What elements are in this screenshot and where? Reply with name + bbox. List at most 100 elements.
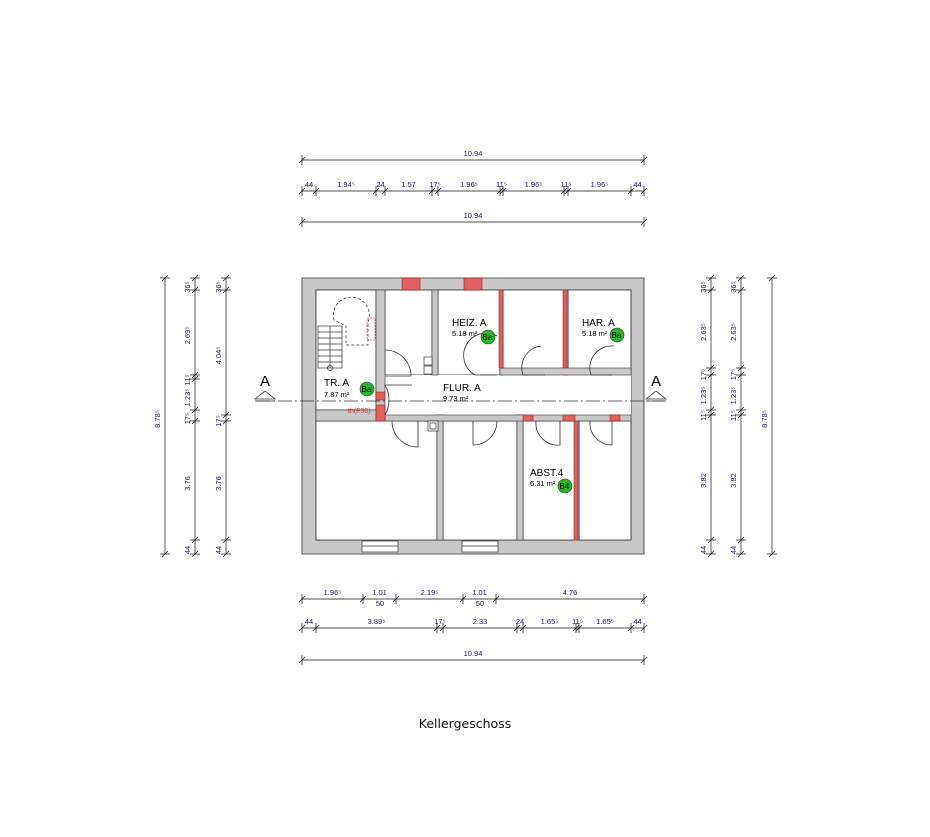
top-overall-label: 10.94	[464, 149, 483, 158]
dim-tick	[298, 156, 306, 164]
rooms-outline	[315, 289, 632, 541]
section-arrow-left	[253, 390, 277, 402]
right-chain-b-label: 1.23⁵	[729, 387, 738, 405]
badge-tr: Ba	[362, 385, 372, 394]
section-arrow-right	[644, 390, 668, 402]
dim-tick	[737, 286, 745, 294]
dim-tick	[707, 364, 715, 372]
dim-tick	[707, 536, 715, 544]
room-name-tr: TR. A	[324, 378, 349, 389]
section-label-left: A	[260, 373, 270, 390]
bottom-sub-label: 50	[376, 599, 384, 608]
badge-circle-heiz	[480, 329, 496, 345]
top-chain-label: 1.96⁵	[591, 180, 609, 189]
room-smid	[442, 420, 518, 541]
dim-tick	[737, 274, 745, 282]
dim-tick	[627, 187, 635, 195]
dim-tick	[496, 187, 504, 195]
left-chain-b-label: 3.76	[214, 476, 223, 491]
dim-tick	[640, 156, 648, 164]
door-swing	[472, 420, 498, 446]
fixture	[423, 356, 433, 366]
dim-tick	[381, 187, 389, 195]
dim-tick	[737, 364, 745, 372]
right-chain-a-label: 1.23⁵	[699, 387, 708, 405]
dim-tick	[161, 550, 169, 558]
red-wall	[498, 289, 504, 369]
red-wall	[366, 317, 376, 341]
left-chain-b-label: 17⁵	[214, 415, 223, 426]
dim-tick	[434, 187, 442, 195]
wall	[516, 414, 524, 541]
bottom-chain1-label: 1.01	[472, 588, 487, 597]
right-chain-b-label: 36⁵	[729, 281, 738, 292]
red-wall	[562, 289, 568, 369]
dim-tick	[359, 595, 367, 603]
right-chain-a-label: 17⁵	[699, 369, 708, 380]
right-chain-a-label: 44	[699, 546, 708, 554]
room-area-tr: 7.87 m²	[324, 390, 350, 399]
top-chain-label: 11⁵	[496, 180, 507, 189]
left-chain-a-label: 3.76	[183, 476, 192, 491]
dim-tick	[707, 274, 715, 282]
dim-tick	[372, 187, 380, 195]
red-wall	[522, 414, 534, 422]
dim-tick	[312, 187, 320, 195]
dim-tick	[640, 218, 648, 226]
dim-tick	[298, 624, 306, 632]
bottom-chain2-label: 17⁵	[434, 617, 445, 626]
room-area-flur: 9.73 m²	[443, 394, 469, 403]
doors	[384, 332, 615, 448]
dim-tick	[191, 286, 199, 294]
door-swing	[535, 420, 561, 446]
fixture	[423, 365, 433, 375]
dim-tick	[640, 187, 648, 195]
bottom-chain2-label: 2.33	[473, 617, 488, 626]
top-chain-label: 11⁵	[561, 180, 572, 189]
top-chain-label: 44	[633, 180, 641, 189]
bottom-chain1-label: 2.19⁵	[421, 588, 439, 597]
dim-tick	[707, 371, 715, 379]
chimney	[463, 277, 483, 291]
door-swing	[521, 345, 545, 376]
dim-tick	[707, 286, 715, 294]
right-chain-a-label: 3.82	[699, 473, 708, 488]
building	[256, 277, 664, 555]
dim-tick	[191, 375, 199, 383]
dim-tick	[191, 406, 199, 414]
red-wall	[562, 414, 576, 422]
fixture	[429, 422, 437, 430]
left-chain-a-label: 1.23⁵	[183, 389, 192, 407]
wall	[431, 289, 439, 376]
bottom-overall-label: 10.94	[464, 649, 483, 658]
dim-tick	[640, 595, 648, 603]
top-chain-label: 1.57	[401, 180, 416, 189]
right-chain-b-label: 44	[729, 546, 738, 554]
room-area-har: 5.18 m²	[582, 329, 608, 338]
left-chain-b-label: 44	[214, 546, 223, 554]
wall	[436, 414, 444, 541]
fixtures	[423, 356, 439, 432]
staircase	[317, 296, 370, 371]
top-chain-label: 1.96⁵	[460, 180, 478, 189]
room-name-flur: FLUR. A	[443, 383, 481, 394]
room-name-abst: ABST.4	[530, 468, 564, 479]
badge-abst: B4	[560, 482, 570, 491]
left-chain-a-label: 36⁵	[183, 281, 192, 292]
window	[361, 540, 399, 553]
section-label-right: A	[651, 373, 661, 390]
bottom-chain1-label: 1.96⁵	[324, 588, 342, 597]
dim-tick	[707, 550, 715, 558]
right-chain-b-label: 11⁵	[729, 410, 738, 421]
room-name-heiz: HEIZ. A	[452, 318, 487, 329]
chimney	[401, 277, 421, 291]
red-wall	[573, 420, 579, 541]
red-wall	[609, 414, 621, 422]
room-sw	[315, 420, 438, 541]
section-markers: A A	[253, 373, 668, 402]
dim-tick	[222, 417, 230, 425]
dim-tick	[439, 624, 447, 632]
bottom-chain2-label: 1.65⁵	[541, 617, 559, 626]
